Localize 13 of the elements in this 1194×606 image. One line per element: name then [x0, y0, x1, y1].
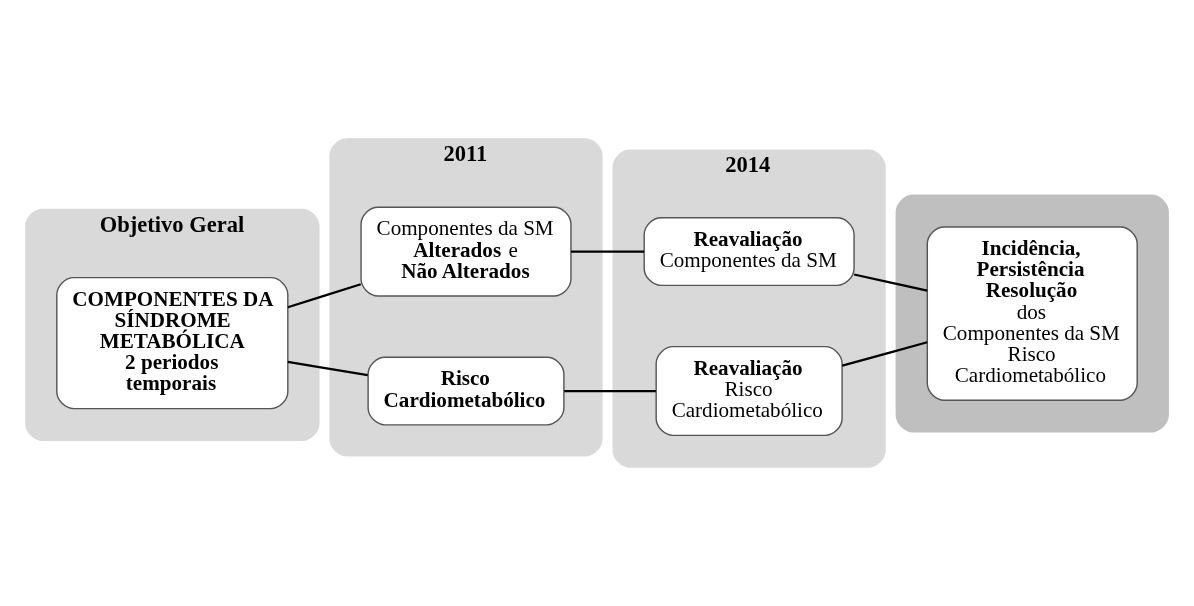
node-box: Incidência, Persistência Resolução dos Componentes da SM Risco Cardiometabólico: [926, 226, 1138, 401]
node-box: Risco Cardiometabólico: [367, 356, 565, 426]
connector: [842, 341, 928, 367]
node-box: Componentes da SM Alterados e Não Alterados: [360, 206, 572, 297]
connector: [571, 250, 645, 253]
node-box: Reavaliação Risco Cardiometabólico: [655, 345, 843, 437]
connector: [564, 389, 657, 393]
connector: [287, 360, 368, 377]
node-box: Reavaliação Componentes da SM: [643, 217, 855, 287]
cluster: [895, 194, 1169, 433]
connector: [853, 273, 928, 292]
node-box: COMPONENTES DA SÍNDROME METABÓLICA 2 periodos temporais: [56, 276, 289, 410]
connector: [287, 283, 362, 309]
